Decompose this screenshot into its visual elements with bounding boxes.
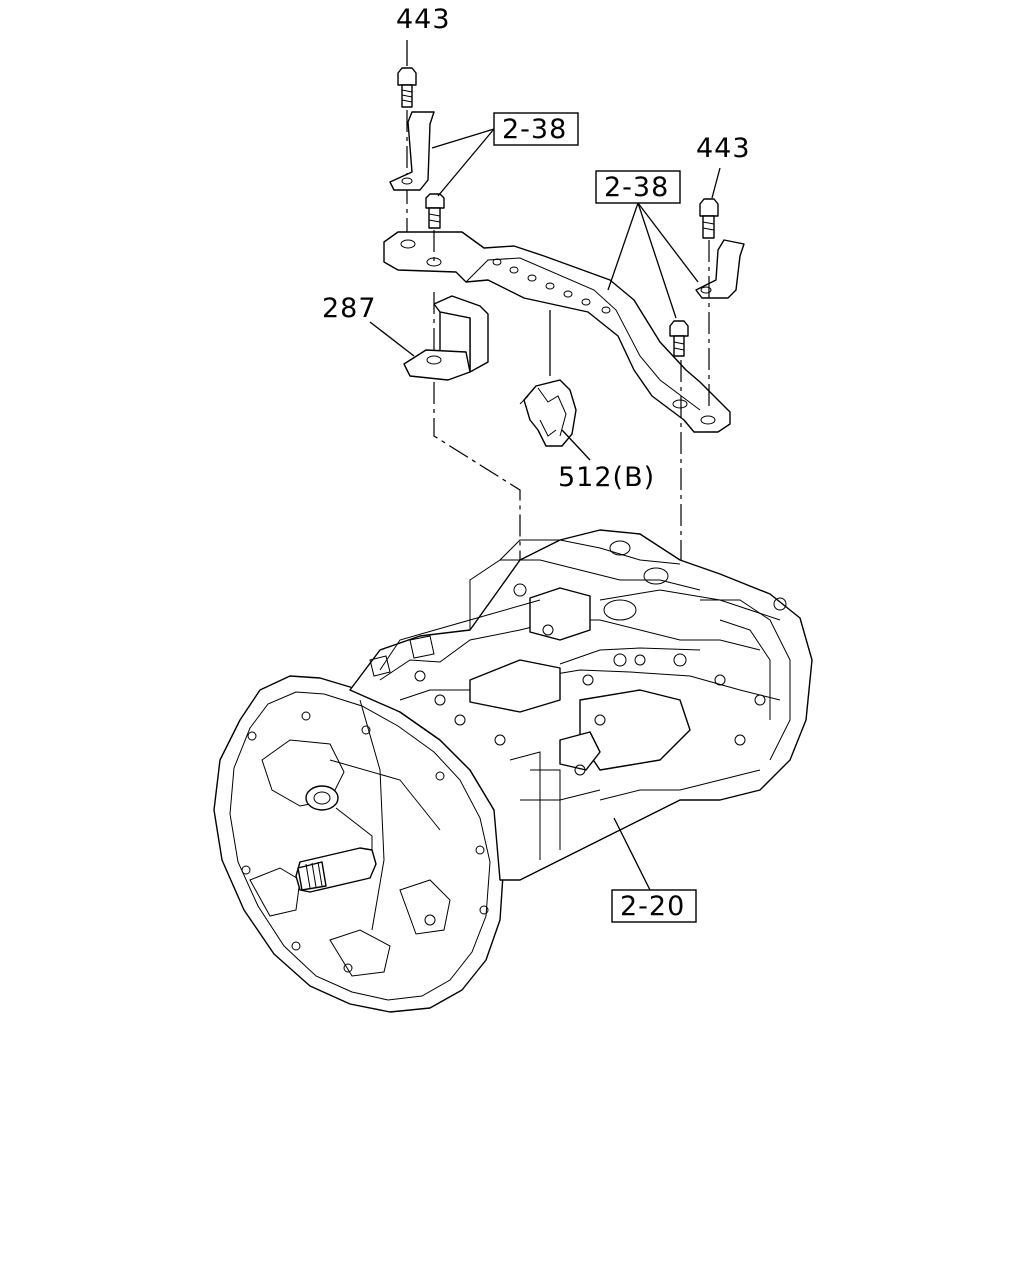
- ref-box-transmission[interactable]: [611, 889, 697, 923]
- bolt-small-right[interactable]: [669, 320, 689, 357]
- bolt-443-left[interactable]: [397, 67, 417, 108]
- clip-512b[interactable]: [519, 379, 577, 447]
- stopper-287[interactable]: [403, 295, 489, 381]
- ref-box-right[interactable]: [595, 170, 681, 204]
- label-2-20: 2-20: [620, 891, 685, 922]
- bolt-small-left[interactable]: [425, 193, 445, 229]
- bracket-small-left[interactable]: [389, 111, 435, 191]
- bolt-443-right[interactable]: [699, 198, 719, 239]
- label-443-right: 443: [696, 133, 751, 164]
- bracket-small-right[interactable]: [695, 239, 745, 299]
- label-512b: 512(B): [558, 462, 655, 493]
- label-2-38-right: 2-38: [604, 172, 669, 203]
- transmission-assembly[interactable]: [213, 529, 813, 1013]
- label-2-38-left: 2-38: [502, 114, 567, 145]
- crossmember-bracket[interactable]: [383, 231, 731, 433]
- label-287: 287: [322, 293, 377, 324]
- guide-line: [433, 382, 521, 590]
- label-443-left: 443: [396, 4, 451, 35]
